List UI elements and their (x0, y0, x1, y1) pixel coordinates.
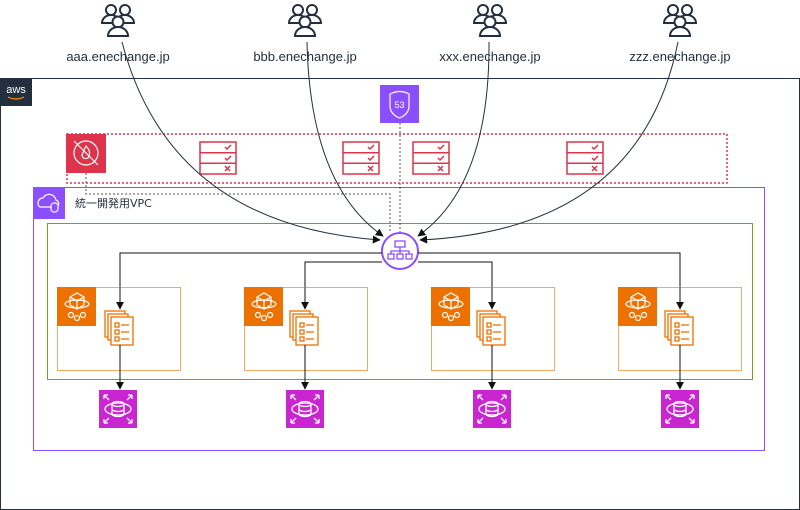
user-group-aaa: aaa.enechange.jp (66, 4, 170, 64)
ecs-service-icon (56, 286, 97, 327)
domain-label: xxx.enechange.jp (439, 49, 540, 64)
user-group-zzz: zzz.enechange.jp (629, 4, 731, 64)
user-group-xxx: xxx.enechange.jp (439, 4, 541, 64)
traffic-line (419, 41, 679, 244)
rds-icon (660, 389, 700, 429)
traffic-line (306, 41, 384, 237)
task-definition-icon (104, 310, 134, 346)
route-line (301, 261, 382, 310)
ecs-service-icon (617, 286, 658, 327)
ecs-service-xxx (430, 286, 555, 429)
vpc-icon (33, 187, 65, 219)
route-line (418, 252, 684, 310)
rds-icon (472, 389, 512, 429)
svg-text:aws: aws (6, 84, 26, 96)
ecs-service-bbb (243, 286, 368, 429)
waf-rule-icon (199, 141, 237, 175)
user-group-bbb: bbb.enechange.jp (253, 4, 357, 64)
waf-rule-icon (412, 141, 450, 175)
rds-icon (285, 389, 325, 429)
ecs-service-icon (243, 286, 284, 327)
users-icon (663, 4, 697, 37)
waf-group (66, 133, 728, 184)
ecs-service-icon (430, 286, 471, 327)
task-definition-icon (476, 310, 506, 346)
route-line (418, 261, 496, 310)
ecs-service-zzz (617, 286, 742, 429)
vpc-frame (33, 187, 765, 451)
load-balancer-icon (381, 232, 419, 270)
domain-label: zzz.enechange.jp (629, 49, 730, 64)
waf-rule-icon (566, 141, 604, 175)
users-icon (473, 4, 507, 37)
aws-logo: aws (0, 78, 32, 106)
rds-icon (98, 389, 138, 429)
vpc-label: 統一開発用VPC (75, 196, 152, 210)
traffic-line (417, 41, 490, 237)
domain-label: aaa.enechange.jp (66, 49, 169, 64)
users-icon (288, 4, 322, 37)
users-icon (101, 4, 135, 37)
route-line (116, 252, 382, 310)
ecs-service-aaa (56, 286, 181, 429)
waf-icon (66, 134, 106, 173)
waf-link (85, 173, 391, 232)
task-definition-icon (289, 310, 319, 346)
waf-rule-icon (342, 141, 380, 175)
route53-icon: 53 (380, 85, 419, 123)
task-definition-icon (664, 310, 694, 346)
traffic-line (121, 41, 381, 244)
svg-text:53: 53 (394, 100, 404, 110)
domain-label: bbb.enechange.jp (253, 49, 356, 64)
